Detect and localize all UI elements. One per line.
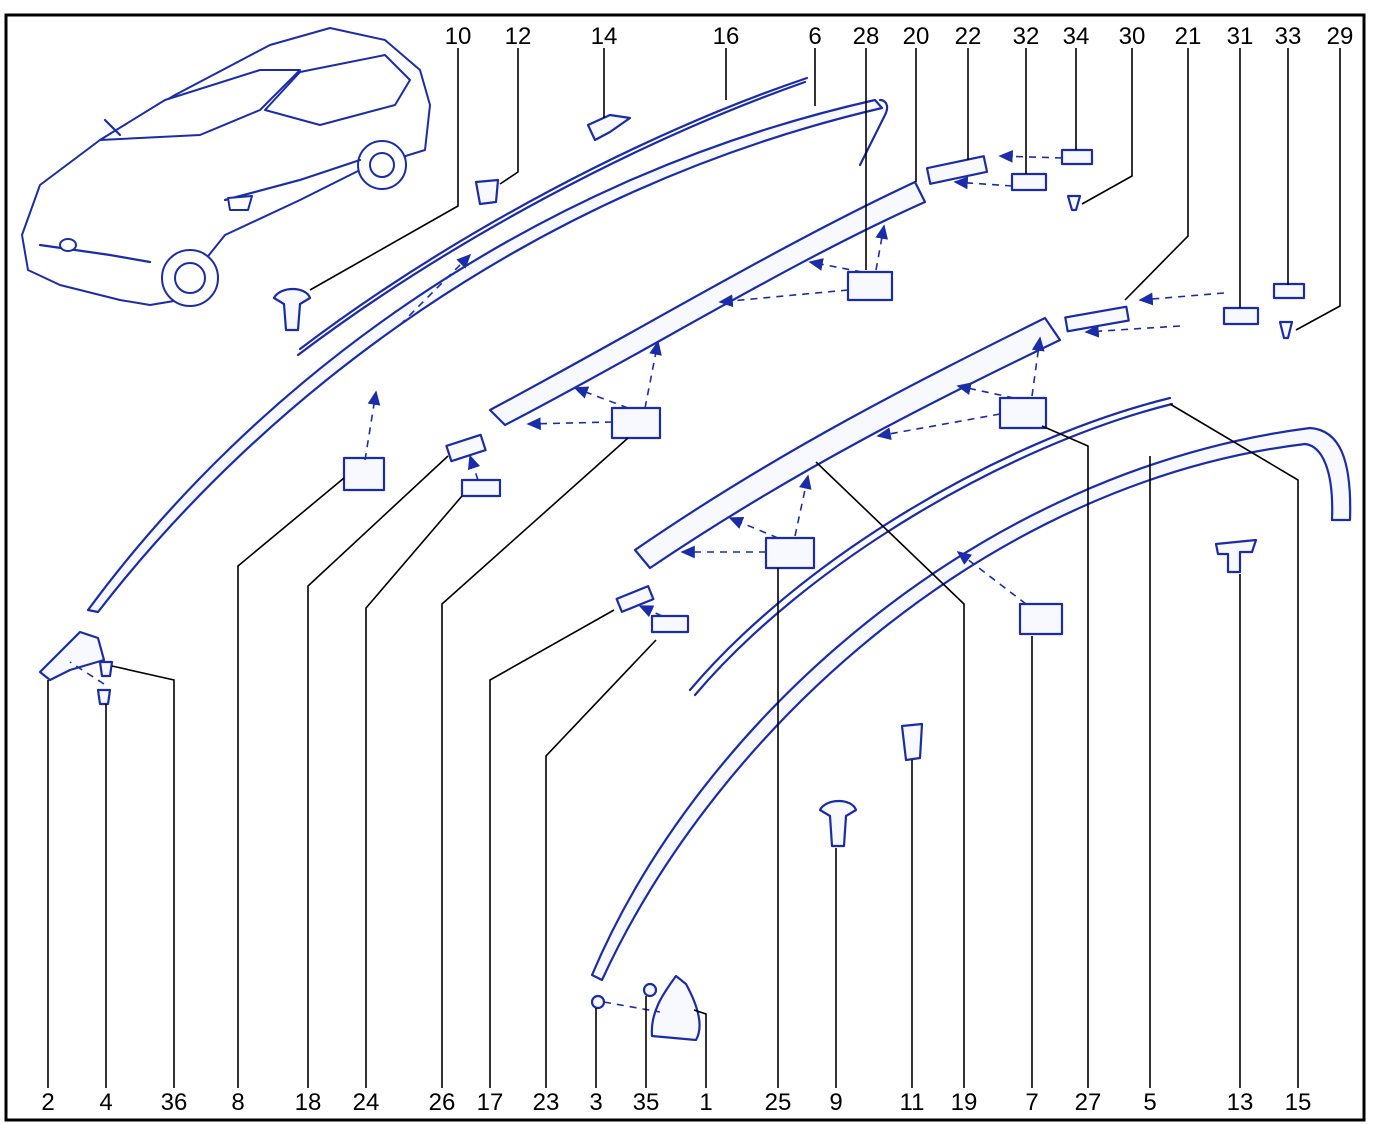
callout-33: 33 [1275, 23, 1302, 50]
callout-16: 16 [713, 23, 740, 50]
pin-10 [272, 287, 312, 332]
pin-11 [900, 722, 924, 762]
clip-25 [764, 536, 816, 570]
callout-17: 17 [477, 1089, 504, 1116]
screw-36 [98, 660, 114, 678]
clip-34 [1060, 148, 1094, 166]
pin-29 [1278, 320, 1294, 340]
moulding-5 [590, 426, 1352, 982]
callout-22: 22 [955, 23, 982, 50]
clip-33 [1272, 282, 1306, 300]
diagram-frame [4, 13, 1366, 1122]
callout-19: 19 [951, 1089, 978, 1116]
callout-18: 18 [295, 1089, 322, 1116]
callout-31: 31 [1227, 23, 1254, 50]
callout-11: 11 [900, 1089, 925, 1116]
callout-10: 10 [445, 23, 472, 50]
bracket-2 [38, 630, 106, 682]
car-thumbnail [21, 27, 431, 307]
callout-25: 25 [765, 1089, 792, 1116]
moulding-21 [1064, 305, 1130, 333]
cover-1 [650, 974, 701, 1042]
moulding-22 [925, 155, 989, 185]
pin-9 [818, 799, 858, 848]
clip-7 [1018, 602, 1064, 636]
callout-9: 9 [829, 1089, 842, 1116]
cap-17 [615, 585, 655, 613]
callout-36: 36 [161, 1089, 188, 1116]
callout-24: 24 [353, 1089, 380, 1116]
callout-27: 27 [1075, 1089, 1102, 1116]
callout-20: 20 [903, 23, 930, 50]
screw-3 [590, 994, 606, 1010]
moulding-6 [86, 98, 884, 614]
bottom-callout-numbers: 2 4 36 8 18 24 26 17 23 3 35 1 25 9 11 1… [41, 1089, 1311, 1116]
moulding-16 [296, 80, 807, 357]
clip-31 [1222, 306, 1260, 326]
clip-23 [650, 614, 690, 634]
moulding-15 [688, 396, 1172, 692]
callout-34: 34 [1063, 23, 1090, 50]
assembly-arrows [69, 150, 1225, 1013]
callout-28: 28 [853, 23, 880, 50]
screw-4 [96, 688, 112, 706]
callout-14: 14 [591, 23, 618, 50]
clip-8 [342, 456, 386, 492]
callout-29: 29 [1327, 23, 1354, 50]
top-callout-numbers: 10 12 14 16 6 28 20 22 32 34 30 21 31 33… [445, 23, 1354, 50]
callout-3: 3 [589, 1089, 602, 1116]
clips-and-fasteners [38, 113, 1306, 1042]
clip-24 [460, 478, 502, 498]
callout-12: 12 [505, 23, 532, 50]
clip-26 [610, 406, 662, 440]
callout-13: 13 [1227, 1089, 1254, 1116]
clip-13 [1214, 538, 1258, 574]
callout-8: 8 [231, 1089, 244, 1116]
callout-30: 30 [1119, 23, 1146, 50]
clip-27 [998, 396, 1048, 430]
callout-leader-lines [47, 48, 1341, 1088]
callout-26: 26 [429, 1089, 456, 1116]
callout-2: 2 [41, 1089, 54, 1116]
callout-5: 5 [1143, 1089, 1156, 1116]
moulding-19 [633, 316, 1062, 570]
clip-32 [1010, 172, 1048, 192]
pin-30 [1066, 194, 1082, 212]
callout-1: 1 [699, 1089, 712, 1116]
callout-35: 35 [633, 1089, 660, 1116]
callout-23: 23 [533, 1089, 560, 1116]
screw-35 [642, 982, 658, 998]
callout-6: 6 [808, 23, 821, 50]
callout-7: 7 [1025, 1089, 1038, 1116]
callout-15: 15 [1285, 1089, 1312, 1116]
callout-32: 32 [1013, 23, 1040, 50]
clip-14 [586, 113, 632, 142]
clip-28 [846, 270, 894, 302]
roof-and-side-mouldings [86, 76, 1352, 982]
pin-12 [474, 178, 500, 206]
callout-21: 21 [1175, 23, 1202, 50]
callout-4: 4 [99, 1089, 112, 1116]
moulding-20 [488, 180, 927, 427]
cap-18 [445, 433, 487, 463]
